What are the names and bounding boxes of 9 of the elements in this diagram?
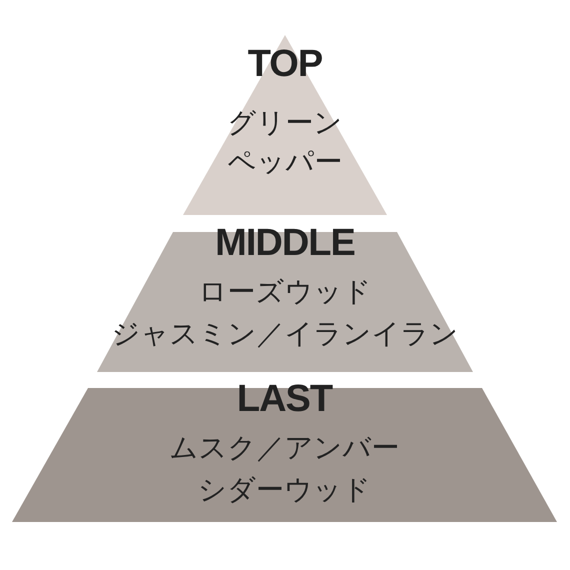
tier-title: MIDDLE xyxy=(215,222,355,266)
note-text: ローズウッド xyxy=(198,276,372,308)
pyramid-tier xyxy=(183,35,387,215)
note-text: シダーウッド xyxy=(198,474,371,506)
tier-title: LAST xyxy=(236,378,332,422)
note-text: ジャスミン／イランイラン xyxy=(112,318,458,350)
tier-title: TOP xyxy=(248,43,322,87)
note-text: ムスク／アンバー xyxy=(170,432,400,464)
note-text: グリーンペッパー xyxy=(226,105,344,180)
